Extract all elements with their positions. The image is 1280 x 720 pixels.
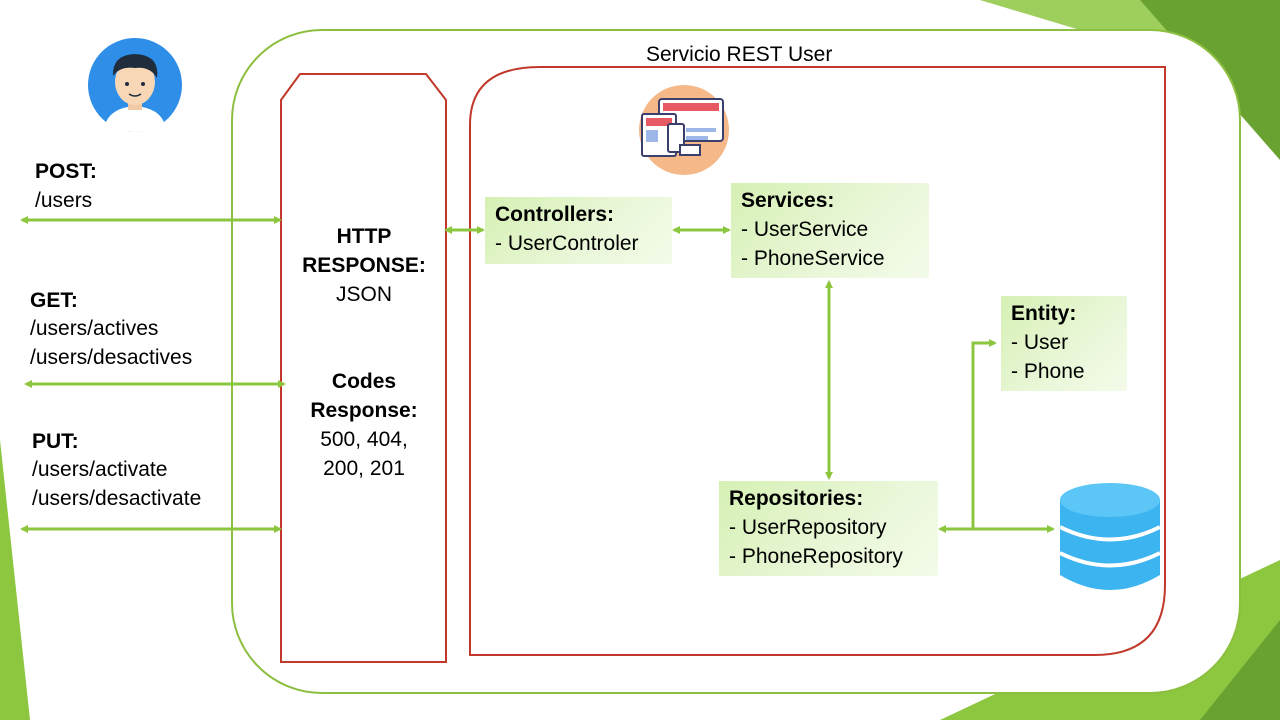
arrow-to-entity <box>971 339 997 529</box>
repositories-box: Repositories: - UserRepository - PhoneRe… <box>719 481 938 576</box>
put-path-label-1: /users/activate <box>32 458 168 481</box>
services-title: Services: <box>741 189 835 212</box>
http-panel-text: HTTP RESPONSE: JSON <box>283 222 445 309</box>
entity-item-1: - User <box>1011 331 1069 354</box>
codes-response-heading: Response: <box>310 399 418 422</box>
inner-app-container <box>469 66 1166 656</box>
repositories-item-2: - PhoneRepository <box>729 545 903 568</box>
put-path-label-2: /users/desactivate <box>32 487 202 510</box>
codes-panel-text: Codes Response: 500, 404, 200, 201 <box>283 367 445 483</box>
http-response-panel <box>280 73 447 663</box>
services-item-1: - UserService <box>741 218 869 241</box>
controllers-title: Controllers: <box>495 203 615 226</box>
get-path-label-2: /users/desactives <box>30 346 193 369</box>
controllers-box: Controllers: - UserControler <box>485 197 672 264</box>
get-method-label: GET: <box>30 289 78 312</box>
entity-box: Entity: - User - Phone <box>1001 296 1127 391</box>
response-format: JSON <box>335 283 392 306</box>
services-item-2: - PhoneService <box>741 247 885 270</box>
entity-item-2: - Phone <box>1011 360 1085 383</box>
services-box: Services: - UserService - PhoneService <box>731 183 929 278</box>
diagram-title: Servicio REST User <box>646 43 833 66</box>
controllers-item-1: - UserControler <box>495 232 639 255</box>
post-method-label: POST: <box>35 160 97 183</box>
web-app-icon <box>639 85 729 175</box>
user-avatar-icon <box>88 38 182 132</box>
repositories-title: Repositories: <box>729 487 864 510</box>
decor-bottom-left-triangle <box>0 440 30 720</box>
database-icon <box>1059 483 1161 590</box>
post-path-label: /users <box>35 189 93 212</box>
codes-line-2: 200, 201 <box>323 457 405 480</box>
put-method-label: PUT: <box>32 430 79 453</box>
http-heading: HTTP <box>336 225 392 248</box>
response-heading: RESPONSE: <box>302 254 426 277</box>
decor-bottom-right-triangle-dark <box>1200 620 1280 720</box>
entity-title: Entity: <box>1011 302 1077 325</box>
codes-heading: Codes <box>331 370 397 393</box>
repositories-item-1: - UserRepository <box>729 516 887 539</box>
codes-line-1: 500, 404, <box>320 428 408 451</box>
get-path-label-1: /users/actives <box>30 317 159 340</box>
